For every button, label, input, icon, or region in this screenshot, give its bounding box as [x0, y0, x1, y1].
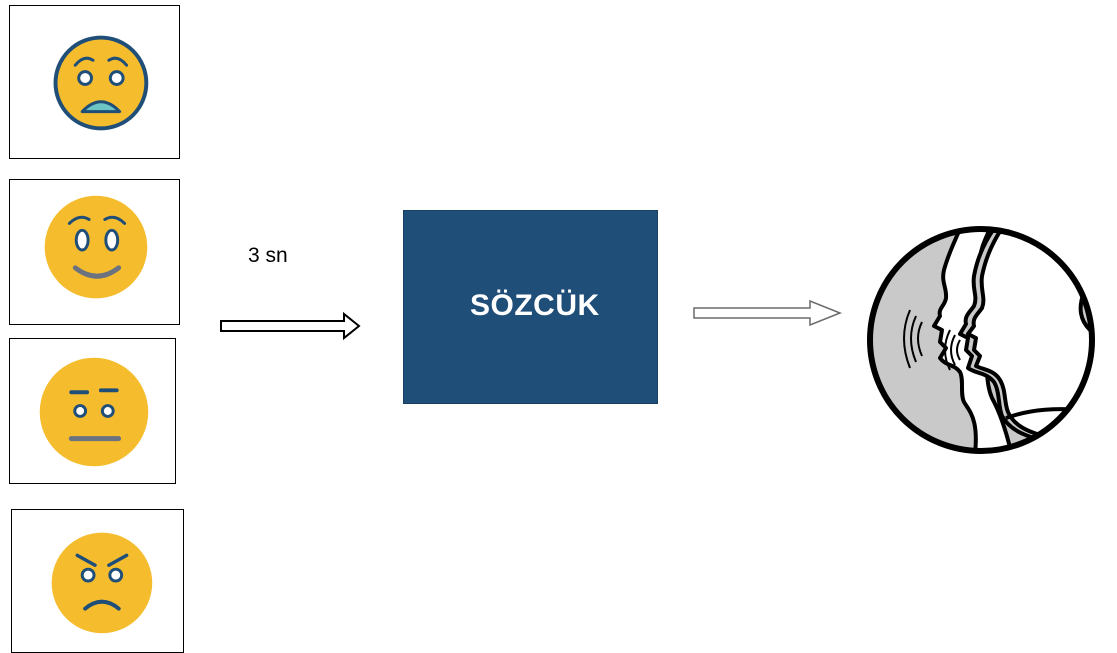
delay-label: 3 sn — [248, 244, 288, 267]
neutral-face-card — [9, 338, 176, 484]
neutral-face-icon — [39, 357, 149, 467]
right-arrow-icon — [220, 311, 361, 341]
fearful-face-card — [9, 5, 180, 159]
right-arrow-icon — [693, 299, 843, 327]
speaking-heads-icon — [867, 226, 1095, 454]
angry-face-icon — [51, 532, 153, 634]
word-stimulus-box: SÖZCÜK — [403, 210, 658, 404]
word-stimulus-label: SÖZCÜK — [470, 289, 600, 322]
fearful-face-icon — [53, 35, 149, 131]
angry-face-card — [11, 509, 184, 653]
surprised-face-card — [9, 179, 180, 325]
surprised-face-icon — [44, 195, 148, 299]
